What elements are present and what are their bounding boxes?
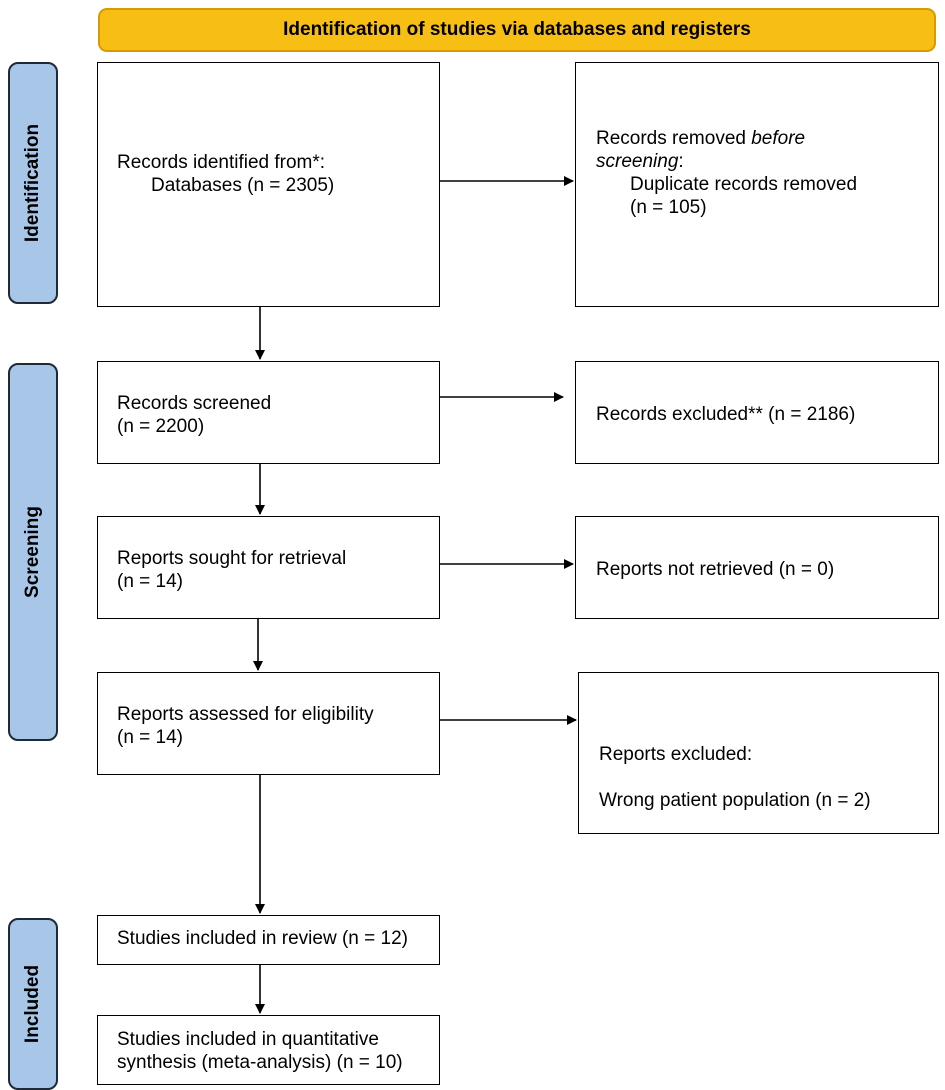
records-removed-line3: Duplicate records removed: [630, 174, 858, 195]
studies-included-line1: Studies included in review (n = 12): [117, 928, 408, 949]
records-identified-line1: Records identified from*:: [117, 152, 326, 173]
records-screened-line2: (n = 2200): [117, 416, 205, 437]
records-removed-line2-italic: screening: [596, 151, 679, 172]
records-removed-line4: (n = 105): [630, 197, 707, 218]
header-title: Identification of studies via databases …: [283, 19, 751, 40]
reports-sought-box: Reports sought for retrieval (n = 14): [97, 516, 440, 619]
records-removed-line2-colon: :: [678, 151, 684, 172]
records-excluded-box: Records excluded** (n = 2186): [575, 361, 939, 464]
header-banner: Identification of studies via databases …: [98, 8, 936, 52]
records-removed-line1-italic: before: [751, 128, 806, 149]
studies-quantitative-box: Studies included in quantitative synthes…: [97, 1015, 440, 1085]
reports-excluded-line1: Reports excluded:: [599, 744, 753, 765]
records-screened-box: Records screened (n = 2200): [97, 361, 440, 464]
reports-excluded-line2: Wrong patient population (n = 2): [599, 790, 871, 811]
records-excluded-line1: Records excluded** (n = 2186): [596, 404, 856, 425]
records-removed-line1: Records removed before: [596, 127, 938, 150]
studies-quantitative-line2: synthesis (meta-analysis) (n = 10): [117, 1052, 403, 1073]
records-removed-line1-text: Records removed: [596, 128, 752, 149]
reports-not-retrieved-line1: Reports not retrieved (n = 0): [596, 559, 835, 580]
studies-quantitative-line1: Studies included in quantitative: [117, 1029, 379, 1050]
reports-not-retrieved-box: Reports not retrieved (n = 0): [575, 516, 939, 619]
records-removed-box: Records removed before screening: Duplic…: [575, 62, 939, 307]
records-identified-box: Records identified from*: Databases (n =…: [97, 62, 440, 307]
reports-assessed-box: Reports assessed for eligibility (n = 14…: [97, 672, 440, 775]
phase-label-identification: Identification: [8, 62, 58, 304]
studies-included-box: Studies included in review (n = 12): [97, 915, 440, 965]
reports-sought-line2: (n = 14): [117, 571, 184, 592]
reports-excluded-box: Reports excluded: Wrong patient populati…: [578, 672, 939, 834]
records-screened-line1: Records screened: [117, 393, 272, 414]
reports-sought-line1: Reports sought for retrieval: [117, 548, 347, 569]
reports-assessed-line1: Reports assessed for eligibility: [117, 704, 374, 725]
phase-label-screening: Screening: [8, 363, 58, 741]
reports-assessed-line2: (n = 14): [117, 727, 184, 748]
records-removed-line2: screening:: [596, 150, 938, 173]
records-identified-line2: Databases (n = 2305): [151, 175, 335, 196]
phase-label-included: Included: [8, 918, 58, 1090]
